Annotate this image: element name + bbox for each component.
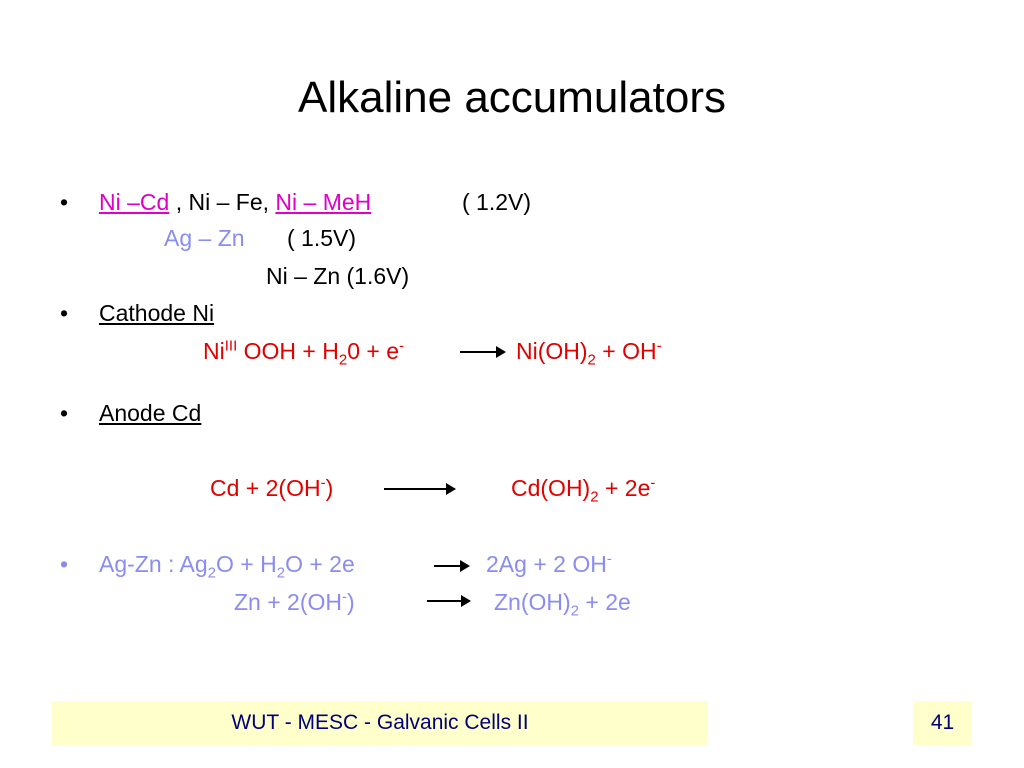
footer-box: [52, 701, 708, 745]
zn-reactants: Zn + 2(OH-): [234, 588, 355, 615]
ag-zn-label: Ag – Zn: [164, 225, 245, 251]
slide-title: Alkaline accumulators: [298, 73, 726, 122]
ag-zn-reactants: Ag-Zn : Ag2O + H2O + 2e: [99, 551, 355, 582]
voltage-1-2: ( 1.2V): [462, 189, 532, 215]
zn-products: Zn(OH)2 + 2e: [494, 589, 631, 620]
anode-heading: Anode Cd: [99, 400, 202, 426]
battery-types-line: Ni –Cd , Ni – Fe, Ni – MeH: [99, 188, 371, 216]
anode-reactants: Cd + 2(OH-): [210, 474, 334, 501]
ni-meh-link: Ni – MeH: [275, 189, 372, 215]
cathode-arrow-icon: [460, 346, 506, 358]
bullet-1: •: [60, 189, 69, 215]
ni-zn-line: Ni – Zn (1.6V): [266, 263, 410, 289]
zn-arrow-icon: [427, 595, 471, 607]
ag-zn-arrow-icon: [434, 560, 470, 572]
voltage-1-5: ( 1.5V): [287, 225, 357, 251]
cathode-reactants: NiIII OOH + H20 + e-: [203, 337, 404, 369]
ni-fe-text: , Ni – Fe,: [169, 189, 276, 215]
cathode-products: Ni(OH)2 + OH-: [516, 337, 662, 369]
anode-arrow-icon: [384, 483, 456, 495]
bullet-4: •: [60, 551, 69, 577]
cathode-heading: Cathode Ni: [99, 300, 215, 326]
page-number-box: [913, 701, 972, 745]
anode-products: Cd(OH)2 + 2e-: [511, 474, 656, 506]
footer-text: WUT - MESC - Galvanic Cells II: [231, 711, 529, 734]
bullet-2: •: [60, 300, 69, 326]
page-number: 41: [930, 711, 955, 734]
ni-cd-link: Ni –Cd: [99, 189, 170, 215]
bullet-3: •: [60, 400, 69, 426]
ag-zn-products: 2Ag + 2 OH-: [486, 550, 612, 577]
